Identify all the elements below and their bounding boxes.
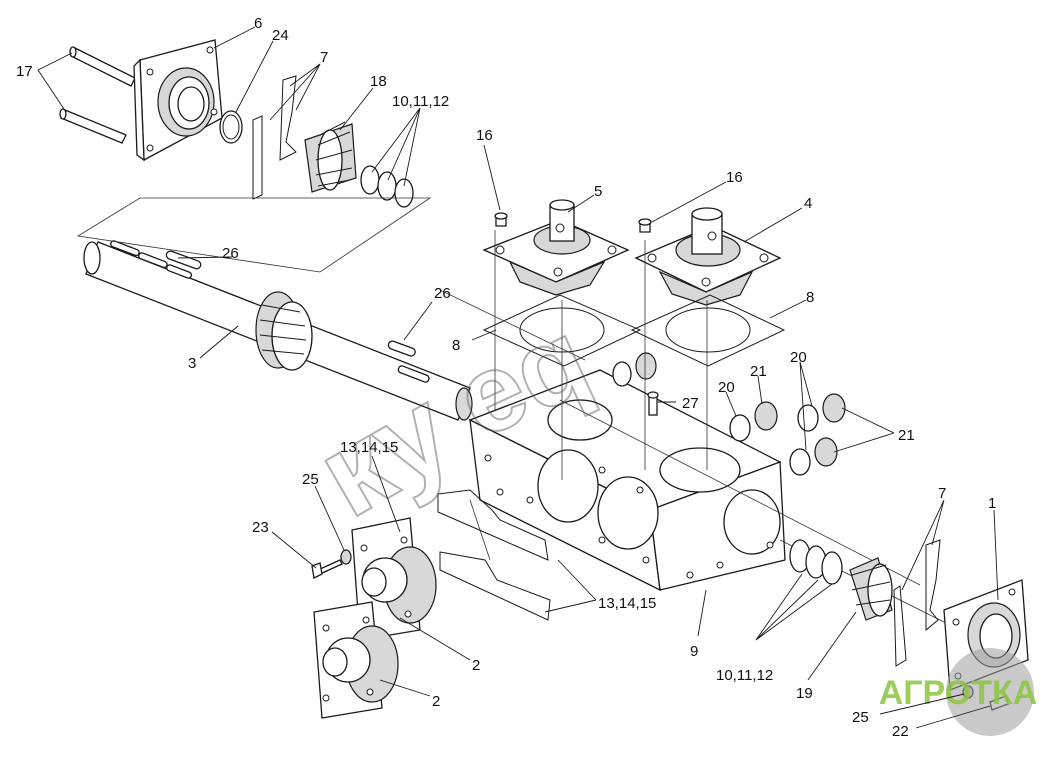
callout-13-14-15-upper: 13,14,15 [340,439,398,456]
callout-1: 1 [988,495,996,512]
flange-cover-2-lower [313,601,399,719]
rings-20-bushings-21 [612,352,846,476]
svg-text:АГРОТКА: АГРОТКА [879,674,1038,712]
bolt-23 [311,559,343,579]
pins-17 [59,46,136,144]
screws-16 [494,212,652,233]
housing-9 [468,369,786,592]
callout-labels: 17 6 24 7 18 10,11,12 26 3 26 16 5 16 4 … [16,15,996,740]
callout-19: 19 [796,685,813,702]
callout-25-left: 25 [302,471,319,488]
callout-2-upper: 2 [472,657,480,674]
callout-9: 9 [690,643,698,660]
key-26-lower [387,340,416,357]
callout-6: 6 [254,15,262,32]
callout-20-right: 20 [790,349,807,366]
washer-25-left [340,549,352,565]
callout-16-right: 16 [726,169,743,186]
callout-18: 18 [370,73,387,90]
callout-16-left: 16 [476,127,493,144]
dash-outline-shaft [76,197,432,273]
callout-24: 24 [272,27,289,44]
callout-23: 23 [252,519,269,536]
callout-3: 3 [188,355,196,372]
callout-22: 22 [892,723,909,740]
callout-21-right: 21 [898,427,915,444]
shaft-gear [255,291,313,371]
callout-26-lower: 26 [434,285,451,302]
callout-4: 4 [804,195,812,212]
bearing-housing-6 [133,39,223,162]
leader-lines [37,26,999,729]
callout-8-left: 8 [452,337,460,354]
rings-10-11-12-lower [789,539,843,585]
callout-10-11-12-upper: 10,11,12 [392,93,449,110]
callout-10-11-12-lower: 10,11,12 [716,667,773,684]
callout-7-upper: 7 [320,49,328,66]
bevel-gear-18 [304,121,357,193]
callout-21-upper: 21 [750,363,767,380]
bearing-unit-5 [482,199,630,296]
bearing-unit-4 [634,207,782,306]
callout-26-upper: 26 [222,245,239,262]
callout-5: 5 [594,183,602,200]
callout-20-left: 20 [718,379,735,396]
bevel-gear-19 [849,557,893,621]
key-26-upper [165,250,202,270]
callout-13-14-15-lower: 13,14,15 [598,595,656,612]
rings-10-11-12-upper [360,165,414,208]
callout-25-right: 25 [852,709,869,726]
callout-17: 17 [16,63,33,80]
shims-7-lower [893,539,941,667]
screw-27 [647,391,659,416]
callout-7-lower: 7 [938,485,946,502]
callout-8-right: 8 [806,289,814,306]
logo-agrotka: АГРОТКА [879,648,1038,736]
callout-2-lower: 2 [432,693,440,710]
shims-7-upper [252,75,297,200]
gaskets-13-14-15 [437,489,551,621]
callout-27: 27 [682,395,699,412]
